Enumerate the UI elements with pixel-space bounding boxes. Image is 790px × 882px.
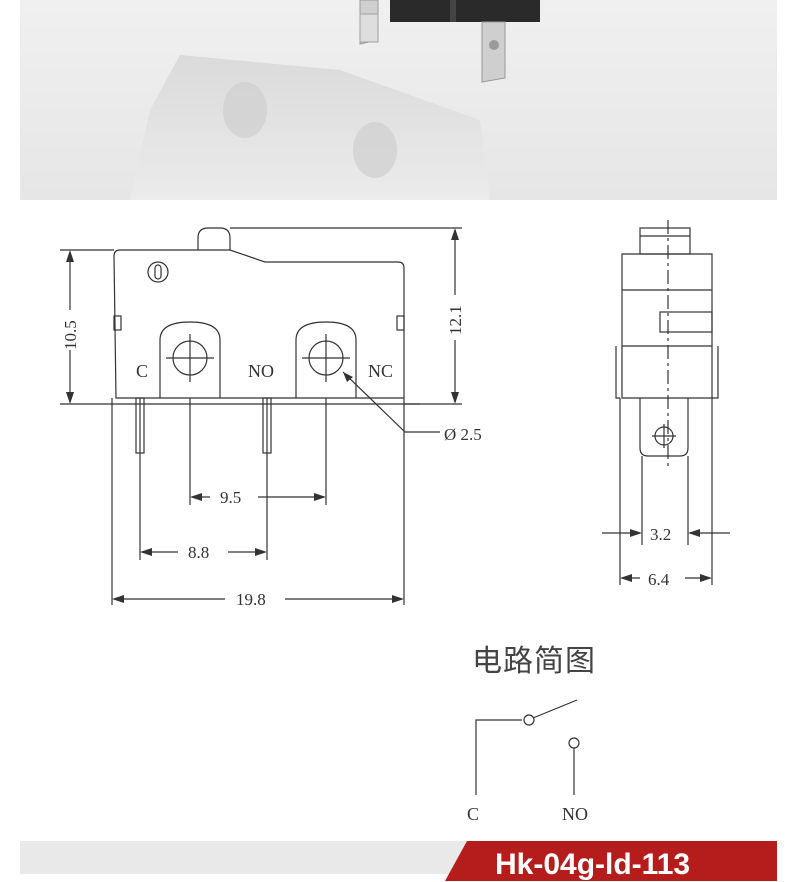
schematic-c-wire bbox=[475, 719, 522, 795]
mark-circle bbox=[147, 261, 169, 283]
actuator bbox=[197, 227, 231, 250]
schematic-title: 电路简图 bbox=[472, 644, 596, 679]
label-nc: NC bbox=[368, 361, 393, 381]
schematic-no-node bbox=[568, 737, 580, 749]
dim-terminal-width: 3.2 bbox=[650, 525, 671, 544]
schematic-switch-blade bbox=[532, 699, 578, 719]
dim-pitch-left: 8.8 bbox=[188, 543, 209, 562]
side-body bbox=[621, 253, 713, 399]
dim-hole-diameter: Ø 2.5 bbox=[444, 425, 482, 444]
dim-pitch-inner: 9.5 bbox=[220, 488, 241, 507]
dim-width-total: 19.8 bbox=[236, 590, 266, 609]
dim-height-left: 10.5 bbox=[61, 320, 80, 350]
product-photo-illustration bbox=[130, 0, 540, 200]
label-no: NO bbox=[248, 361, 274, 381]
switch-body-outline bbox=[113, 249, 405, 399]
nc-boss bbox=[295, 321, 357, 398]
product-photo bbox=[20, 0, 777, 200]
dim-height-right: 12.1 bbox=[446, 305, 465, 335]
side-terminal bbox=[639, 398, 689, 457]
label-c: C bbox=[136, 361, 148, 381]
dim-body-width: 6.4 bbox=[648, 570, 670, 589]
side-actuator bbox=[639, 227, 691, 255]
technical-drawing: C NO NC 10.5 12.1 Ø 2.5 9.5 8.8 19.8 3.2… bbox=[60, 220, 730, 824]
c-boss bbox=[159, 321, 221, 398]
schematic-label-no: NO bbox=[562, 804, 588, 824]
model-number: Hk-04g-ld-113 bbox=[495, 848, 691, 881]
schematic-label-c: C bbox=[467, 804, 479, 824]
schematic-c-node bbox=[523, 714, 535, 726]
